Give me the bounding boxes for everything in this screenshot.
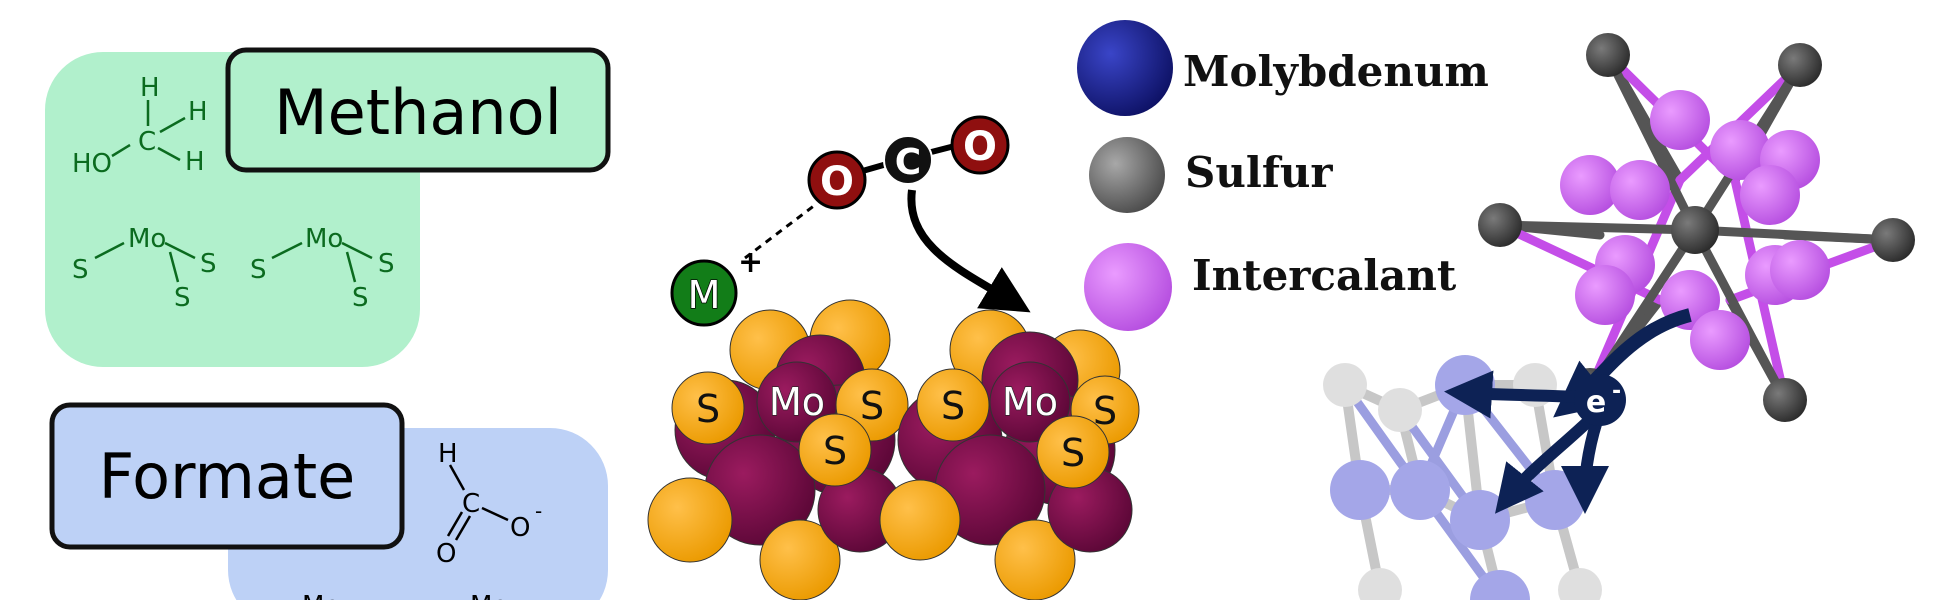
mos2-2-s-bottom: S (352, 283, 369, 313)
cluster2-mo (989, 361, 1071, 443)
cluster1-s1-label: S (696, 387, 720, 431)
cluster2-s1-label: S (941, 384, 965, 428)
cluster1-s3 (798, 413, 872, 487)
mechanism-panel: O C O M + S Mo S S (647, 115, 1140, 600)
mos2-1-mo: Mo (128, 224, 166, 254)
methanol-atom-ho: HO (72, 149, 112, 179)
cluster1-s2-label: S (860, 384, 884, 428)
formate-atom-o-minus: O (510, 513, 530, 543)
cation-atom (670, 259, 738, 327)
mos2-1-s-right: S (200, 249, 217, 279)
cluster2-s3-label: S (1061, 431, 1085, 475)
cation-interaction-line (744, 203, 816, 260)
formate-atom-o-double: O (436, 539, 456, 569)
cluster1-s3-label: S (823, 429, 847, 473)
formate-atom-c: C (462, 489, 480, 519)
cluster1-mo-label: Mo (769, 380, 825, 424)
mos2-1-s-left: S (72, 255, 89, 285)
electron-charge: - (1612, 379, 1621, 404)
formate-partial-mo-2: Mo (470, 591, 508, 600)
formate-partial-mo-1: Mo (302, 591, 340, 600)
methanol-label: Methanol (274, 76, 562, 149)
mos2-2-mo: Mo (305, 224, 343, 254)
formate-structure (446, 464, 509, 541)
electron-badge (1574, 374, 1626, 426)
legend-molybdenum-label: Molybdenum (1183, 47, 1489, 96)
methanol-panel: Methanol H H HO C H S Mo S S (45, 47, 611, 367)
methanol-atom-h-top: H (140, 73, 160, 103)
co2-carbon (883, 135, 933, 185)
formate-label-box (49, 402, 405, 550)
methanol-atom-h-right: H (188, 97, 208, 127)
cluster2-mo-label: Mo (1002, 380, 1058, 424)
formate-label: Formate (99, 440, 356, 513)
legend-sulfur-label: Sulfur (1185, 148, 1333, 197)
mos2-2-s-left: S (250, 255, 267, 285)
cluster2-s1 (916, 368, 990, 442)
attack-arrow (907, 189, 1031, 313)
cluster1-s1 (671, 371, 745, 445)
cation-charge: + (738, 245, 763, 280)
intercalant-cluster (1478, 33, 1915, 422)
formate-panel: Formate H C O O - Mo Mo (49, 402, 608, 600)
formate-atom-h: H (438, 439, 458, 469)
legend-intercalant-label: Intercalant (1192, 251, 1457, 300)
mos2-2-s-right: S (378, 249, 395, 279)
legend-molybdenum-swatch (1077, 20, 1173, 116)
methanol-structure (111, 100, 186, 162)
methanol-atom-c: C (138, 127, 156, 157)
catalyst-cluster-1: S Mo S S (647, 299, 909, 600)
co2-molecule: O C O (807, 115, 1010, 210)
co2-c-label: C (895, 142, 921, 183)
co2-oxygen-right (950, 115, 1010, 175)
legend-sulfur-swatch (1089, 137, 1165, 213)
methanol-atom-h-bottom: H (185, 147, 205, 177)
co2-oxygen-left (807, 150, 867, 210)
catalyst-cluster-2: S Mo S S (879, 309, 1140, 600)
cluster2-s2-label: S (1093, 389, 1117, 433)
methanol-label-box (225, 47, 611, 173)
legend: Molybdenum Sulfur Intercalant (1077, 20, 1489, 331)
formate-charge: - (535, 499, 542, 523)
electron-label: e (1586, 385, 1606, 420)
co2-o-left-label: O (820, 159, 854, 205)
cluster2-s3 (1036, 415, 1110, 489)
mos2-1-s-bottom: S (174, 283, 191, 313)
electron-transfer: e - (1444, 308, 1692, 514)
cation-label: M (688, 273, 721, 317)
legend-intercalant-swatch (1084, 243, 1172, 331)
mos2-fragment-2: S Mo S S (250, 224, 395, 313)
mos2-fragment-1: S Mo S S (72, 224, 217, 313)
co2-o-right-label: O (963, 124, 997, 170)
